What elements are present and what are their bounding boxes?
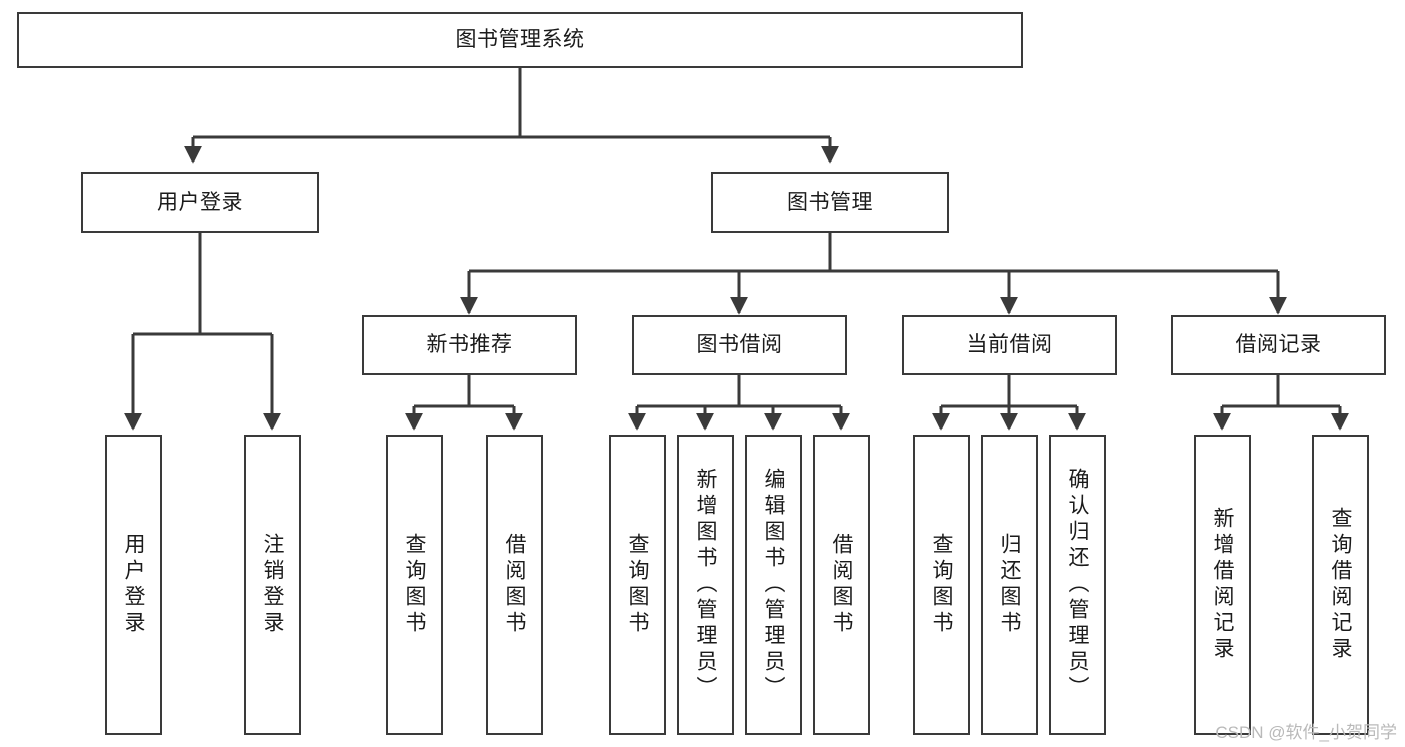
node-user-login[interactable]: 用户登录 bbox=[81, 172, 319, 233]
node-user-login-label: 用户登录 bbox=[157, 190, 243, 214]
node-new-book-recommend-label: 新书推荐 bbox=[426, 333, 513, 357]
node-root-label: 图书管理系统 bbox=[455, 28, 585, 52]
node-leaf-query-book-3-label: 查询图书 bbox=[930, 533, 953, 637]
node-leaf-logout-label: 注销登录 bbox=[261, 533, 284, 637]
node-book-manage-label: 图书管理 bbox=[787, 190, 873, 214]
node-leaf-add-record[interactable]: 新增借阅记录 bbox=[1194, 435, 1251, 735]
node-leaf-borrow-book-2-label: 借阅图书 bbox=[830, 533, 853, 637]
node-leaf-query-book-3[interactable]: 查询图书 bbox=[913, 435, 970, 735]
node-leaf-query-record[interactable]: 查询借阅记录 bbox=[1312, 435, 1369, 735]
node-book-borrow[interactable]: 图书借阅 bbox=[632, 315, 847, 375]
node-borrow-record[interactable]: 借阅记录 bbox=[1171, 315, 1386, 375]
node-leaf-borrow-book-1-label: 借阅图书 bbox=[503, 533, 526, 637]
node-leaf-user-login[interactable]: 用户登录 bbox=[105, 435, 162, 735]
node-current-borrow-label: 当前借阅 bbox=[966, 333, 1053, 357]
node-new-book-recommend[interactable]: 新书推荐 bbox=[362, 315, 577, 375]
node-leaf-edit-book-label: 编辑图书（管理员） bbox=[762, 468, 785, 702]
node-leaf-query-book-2-label: 查询图书 bbox=[626, 533, 649, 637]
node-leaf-add-book-label: 新增图书（管理员） bbox=[694, 468, 717, 702]
node-book-borrow-label: 图书借阅 bbox=[696, 333, 783, 357]
node-leaf-return-book[interactable]: 归还图书 bbox=[981, 435, 1038, 735]
node-book-manage[interactable]: 图书管理 bbox=[711, 172, 949, 233]
node-leaf-confirm-return[interactable]: 确认归还（管理员） bbox=[1049, 435, 1106, 735]
csdn-watermark: CSDN @软件_小贺同学 bbox=[1215, 723, 1397, 742]
node-leaf-confirm-return-label: 确认归还（管理员） bbox=[1066, 468, 1089, 702]
node-leaf-add-record-label: 新增借阅记录 bbox=[1211, 507, 1234, 663]
node-leaf-query-record-label: 查询借阅记录 bbox=[1329, 507, 1352, 663]
node-current-borrow[interactable]: 当前借阅 bbox=[902, 315, 1117, 375]
node-leaf-edit-book[interactable]: 编辑图书（管理员） bbox=[745, 435, 802, 735]
node-leaf-query-book-1-label: 查询图书 bbox=[403, 533, 426, 637]
node-leaf-query-book-1[interactable]: 查询图书 bbox=[386, 435, 443, 735]
node-leaf-query-book-2[interactable]: 查询图书 bbox=[609, 435, 666, 735]
node-leaf-return-book-label: 归还图书 bbox=[998, 533, 1021, 637]
node-leaf-user-login-label: 用户登录 bbox=[122, 533, 145, 637]
node-leaf-logout[interactable]: 注销登录 bbox=[244, 435, 301, 735]
node-leaf-borrow-book-2[interactable]: 借阅图书 bbox=[813, 435, 870, 735]
node-leaf-borrow-book-1[interactable]: 借阅图书 bbox=[486, 435, 543, 735]
node-borrow-record-label: 借阅记录 bbox=[1235, 333, 1322, 357]
node-root[interactable]: 图书管理系统 bbox=[17, 12, 1023, 68]
node-leaf-add-book[interactable]: 新增图书（管理员） bbox=[677, 435, 734, 735]
